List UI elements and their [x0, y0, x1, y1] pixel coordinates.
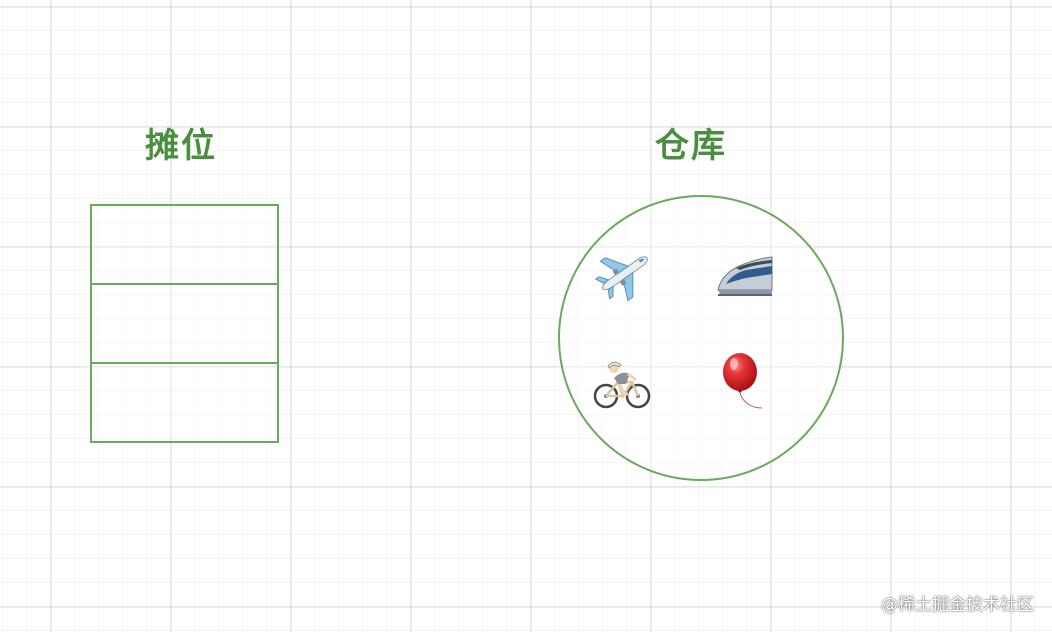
- stall-slot-1: [92, 206, 277, 282]
- stall-box: [90, 204, 279, 443]
- warehouse-circle: [558, 195, 844, 481]
- warehouse-title: 仓库: [655, 126, 727, 166]
- cyclist-icon: [592, 352, 652, 412]
- airplane-icon: [594, 244, 654, 304]
- stall-title: 摊位: [145, 126, 217, 166]
- stall-slot-2: [92, 283, 277, 364]
- balloon-icon: [716, 350, 776, 410]
- watermark: @稀土掘金技术社区: [881, 595, 1034, 615]
- stall-slot-3: [92, 362, 277, 443]
- high-speed-train-icon: [716, 244, 776, 304]
